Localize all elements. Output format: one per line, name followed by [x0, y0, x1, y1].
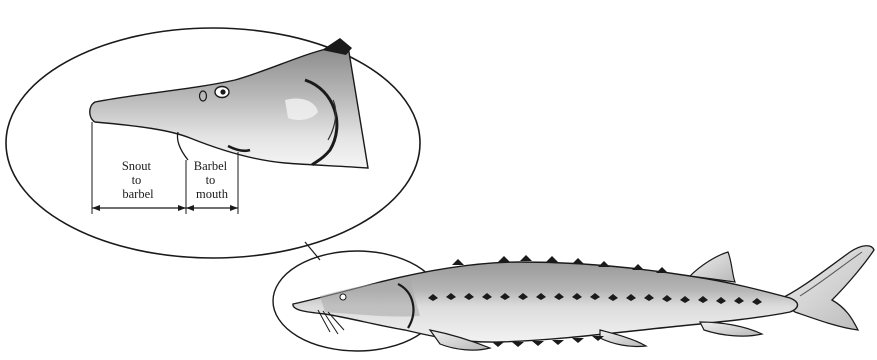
barbel-to-mouth-label: Barbel to mouth [194, 159, 230, 201]
pupil [220, 89, 225, 94]
sturgeon-full-body [293, 246, 874, 350]
body-head-shade [320, 280, 420, 317]
anal-fin [700, 322, 762, 336]
snout-to-barbel-label: Snout to barbel [122, 159, 154, 201]
caudal-fin [778, 246, 874, 330]
magnified-head-inset: Snout to barbel Barbel to mouth [6, 28, 420, 258]
dorsal-fin [690, 252, 735, 282]
head-silhouette [90, 46, 368, 168]
body-eye-icon [340, 294, 346, 300]
